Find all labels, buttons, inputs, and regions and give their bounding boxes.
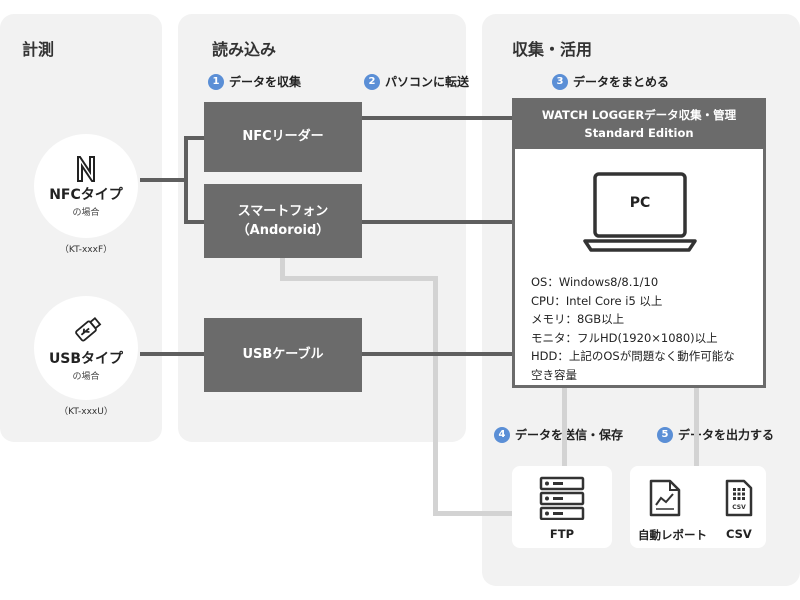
software-box: WATCH LOGGERデータ収集・管理 Standard Edition PC… [512, 98, 766, 388]
csv-file-icon [725, 479, 753, 517]
step-4-badge: 4 [494, 426, 510, 443]
connector-nfc-branch [140, 178, 188, 182]
smartphone-box: スマートフォン （Andoroid） [204, 184, 362, 258]
laptop-icon [583, 172, 697, 252]
nfc-device: NFCタイプ の場合 [34, 134, 138, 238]
csv-label: CSV [726, 527, 752, 541]
nfc-device-model: （KT-xxxF） [59, 245, 113, 255]
smartphone-label-line1: スマートフォン [237, 203, 329, 219]
software-title: WATCH LOGGERデータ収集・管理 [541, 108, 737, 123]
step-4-label: データを送信・保存 [515, 428, 624, 442]
section-title-measure: 計測 [22, 40, 55, 59]
usb-cable-label: USBケーブル [242, 347, 324, 363]
step-1-badge: 1 [208, 73, 224, 90]
step-5-label: データを出力する [678, 428, 775, 442]
connector-usb-cable [140, 352, 206, 356]
step-5: 5 データを出力する [657, 426, 774, 443]
step-2-badge: 2 [364, 73, 380, 90]
step-2-label: パソコンに転送 [385, 75, 470, 89]
nfc-device-title: NFCタイプ [49, 187, 123, 203]
usb-cable-box: USBケーブル [204, 318, 362, 392]
software-header: WATCH LOGGERデータ収集・管理 Standard Edition [515, 101, 763, 149]
connector-smartphone-ftp-h1 [280, 276, 438, 281]
connector-to-nfc-reader [184, 136, 206, 140]
connector-to-smartphone [184, 220, 206, 224]
nfc-n-icon [77, 156, 95, 182]
connector-smartphone-ftp-v2 [433, 276, 438, 516]
spec-os: OS：Windows8/8.1/10 [531, 275, 659, 289]
server-stack-icon [539, 476, 585, 520]
step-1: 1 データを収集 [208, 73, 301, 90]
connector-smartphone-pc [360, 220, 514, 224]
connector-smartphone-ftp-v1 [280, 258, 285, 280]
connector-usb-cable-pc [360, 352, 514, 356]
step-3-label: データをまとめる [573, 75, 670, 89]
spec-cpu: CPU：Intel Core i5 以上 [531, 293, 663, 308]
pc-label: PC [629, 195, 651, 211]
step-3: 3 データをまとめる [552, 73, 669, 90]
nfc-reader-label: NFCリーダー [242, 129, 324, 145]
section-title-read: 読み込み [212, 40, 277, 59]
nfc-reader-box: NFCリーダー [204, 102, 362, 172]
step-2: 2 パソコンに転送 [364, 73, 469, 90]
spec-memory: メモリ：8GB以上 [531, 312, 625, 326]
software-edition: Standard Edition [584, 126, 694, 140]
connector-pc-ftp [562, 386, 567, 466]
smartphone-label-line2: （Andoroid） [236, 223, 330, 238]
spec-hdd-cont: 空き容量 [531, 367, 577, 382]
ftp-label: FTP [549, 527, 575, 541]
outputs-box: CSV 自動レポート CSV [630, 466, 766, 548]
usb-device-model: （KT-xxxU） [59, 407, 113, 417]
step-3-badge: 3 [552, 73, 568, 90]
usb-device: USBタイプ の場合 [34, 296, 138, 400]
chart-document-icon [649, 479, 681, 517]
section-title-collect: 収集・活用 [512, 40, 593, 59]
usb-device-sub: の場合 [72, 372, 100, 382]
spec-monitor: モニタ：フルHD(1920×1080)以上 [531, 330, 718, 345]
connector-nfc-reader-pc [360, 116, 514, 120]
ftp-box: FTP [512, 466, 612, 548]
connector-nfc-vertical [184, 136, 188, 224]
step-1-label: データを収集 [229, 75, 302, 89]
step-4: 4 データを送信・保存 [494, 426, 623, 443]
usb-stick-icon [75, 317, 102, 342]
spec-hdd: HDD：上記のOSが問題なく動作可能な [531, 349, 735, 363]
csv-icon-text: CSV [732, 504, 746, 511]
pc-specs: OS：Windows8/8.1/10 CPU：Intel Core i5 以上 … [531, 273, 735, 384]
report-label: 自動レポート [638, 528, 707, 542]
usb-device-title: USBタイプ [48, 351, 124, 367]
connector-smartphone-ftp-h2 [433, 511, 515, 516]
nfc-device-sub: の場合 [72, 208, 100, 218]
step-5-badge: 5 [657, 426, 673, 443]
connector-pc-outputs [694, 386, 699, 466]
